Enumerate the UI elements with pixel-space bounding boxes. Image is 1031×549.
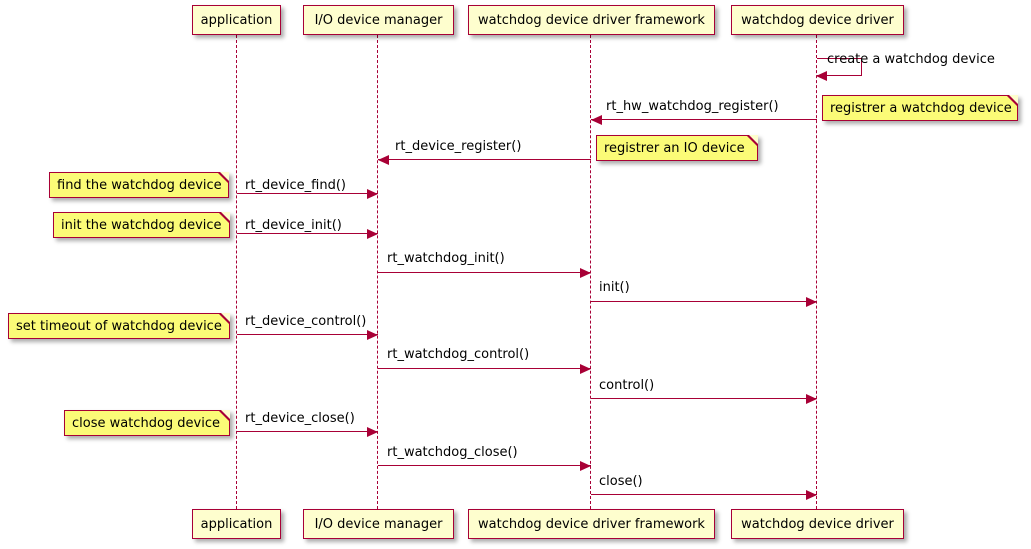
arrow-head-rt-device-register <box>378 154 389 165</box>
message-line-rt-device-close <box>237 431 378 432</box>
lifeline-application <box>236 35 238 509</box>
arrow-head-rt-device-find <box>367 188 378 199</box>
note-text: find the watchdog device <box>57 177 222 193</box>
note-set-timeout-of-watchdog-device: set timeout of watchdog device <box>8 313 230 339</box>
note-text: close watchdog device <box>72 415 220 431</box>
note-close-watchdog-device: close watchdog device <box>64 410 230 436</box>
message-line-rt-watchdog-control <box>378 368 591 369</box>
arrow-head-control <box>806 393 817 404</box>
message-label-rt-watchdog-close: rt_watchdog_close() <box>387 445 518 460</box>
note-fold-icon <box>743 135 758 150</box>
arrow-head-close <box>806 489 817 500</box>
note-registrer-a-watchdog-device: registrer a watchdog device <box>822 95 1018 121</box>
message-label-rt-watchdog-control: rt_watchdog_control() <box>387 347 530 362</box>
participant-bottom-io-device-manager[interactable]: I/O device manager <box>303 509 454 539</box>
message-line-rt-watchdog-init <box>378 272 591 273</box>
arrow-head-rt-hw-watchdog-register <box>591 114 602 125</box>
note-text: set timeout of watchdog device <box>16 318 222 334</box>
message-label-rt-device-register: rt_device_register() <box>395 139 522 154</box>
message-label-init: init() <box>599 280 630 295</box>
arrow-head-init <box>806 296 817 307</box>
message-label-close: close() <box>599 474 643 489</box>
arrow-head-rt-watchdog-control <box>580 363 591 374</box>
message-line-rt-device-register <box>378 159 591 160</box>
message-line-init <box>591 301 817 302</box>
message-label-rt-hw-watchdog-register: rt_hw_watchdog_register() <box>606 99 779 114</box>
message-line-close <box>591 494 817 495</box>
message-line-rt-device-init <box>237 233 378 234</box>
participant-top-io-device-manager[interactable]: I/O device manager <box>303 5 454 35</box>
arrow-head-create-a-watchdog-device <box>816 70 827 81</box>
note-text: init the watchdog device <box>61 217 222 233</box>
message-label-create-a-watchdog-device: create a watchdog device <box>827 52 995 67</box>
lifeline-watchdog-driver <box>816 35 818 509</box>
arrow-head-rt-device-init <box>367 228 378 239</box>
arrow-head-rt-device-control <box>367 329 378 340</box>
message-line-rt-watchdog-close <box>378 465 591 466</box>
message-label-rt-device-init: rt_device_init() <box>245 218 342 233</box>
message-label-rt-watchdog-init: rt_watchdog_init() <box>387 251 505 266</box>
message-label-rt-device-find: rt_device_find() <box>245 178 346 193</box>
message-line-control <box>591 398 817 399</box>
participant-bottom-application[interactable]: application <box>192 509 281 539</box>
participant-top-watchdog-driver[interactable]: watchdog device driver <box>731 5 904 35</box>
arrow-head-rt-watchdog-close <box>580 460 591 471</box>
note-find-the-watchdog-device: find the watchdog device <box>49 172 229 198</box>
participant-top-application[interactable]: application <box>192 5 281 35</box>
note-registrer-an-io-device: registrer an IO device <box>596 135 758 161</box>
message-line-rt-device-control <box>237 334 378 335</box>
note-text: registrer an IO device <box>604 140 745 156</box>
participant-bottom-watchdog-framework[interactable]: watchdog device driver framework <box>468 509 715 539</box>
message-label-rt-device-close: rt_device_close() <box>245 411 355 426</box>
self-message-create-a-watchdog-device <box>817 58 862 76</box>
message-line-rt-hw-watchdog-register <box>591 119 817 120</box>
arrow-head-rt-device-close <box>367 426 378 437</box>
message-line-rt-device-find <box>237 193 378 194</box>
arrow-head-rt-watchdog-init <box>580 267 591 278</box>
message-label-rt-device-control: rt_device_control() <box>245 314 367 329</box>
message-label-control: control() <box>599 378 655 393</box>
lifeline-io-device-manager <box>377 35 379 509</box>
note-init-the-watchdog-device: init the watchdog device <box>53 212 230 238</box>
participant-bottom-watchdog-driver[interactable]: watchdog device driver <box>731 509 904 539</box>
note-text: registrer a watchdog device <box>830 100 1012 116</box>
participant-top-watchdog-framework[interactable]: watchdog device driver framework <box>468 5 715 35</box>
